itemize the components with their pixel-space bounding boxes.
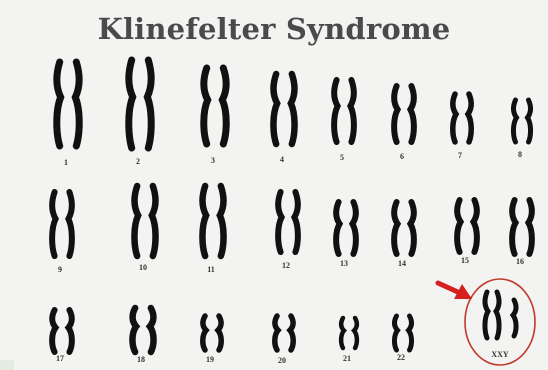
- chromosome-label: 1: [64, 158, 68, 167]
- chromosome-pair-20: 20: [275, 316, 293, 365]
- sex-chromosomes-xxy: XXY: [465, 279, 535, 365]
- chromosome-pair-4: 4: [273, 74, 294, 164]
- chromosome-pair-8: 8: [513, 100, 530, 159]
- chromosome-label: 16: [516, 257, 524, 266]
- chromosome-label: 4: [280, 155, 284, 164]
- chromosome-pair-1: 1: [57, 62, 79, 167]
- chromosome-label: 20: [278, 356, 286, 365]
- chromosome-label: 10: [139, 263, 147, 272]
- chromosome-pair-21: 21: [341, 318, 357, 363]
- chromosome-label: 21: [343, 354, 351, 363]
- chromosome-pair-5: 5: [334, 80, 354, 162]
- chromosome-pair-12: 12: [278, 192, 298, 270]
- chromosome-pair-15: 15: [457, 200, 477, 265]
- chromosome-label: 6: [400, 152, 404, 161]
- chromosome-label: 8: [518, 150, 522, 159]
- chromosome-label: 5: [340, 153, 344, 162]
- chromosome-label: 13: [340, 259, 348, 268]
- chromosome-pair-11: 11: [202, 186, 223, 274]
- chromosome-pair-18: 18: [132, 308, 153, 364]
- chromosome-pair-19: 19: [203, 316, 221, 364]
- chromosome-label: 11: [207, 265, 215, 274]
- chromosome-pair-10: 10: [134, 186, 155, 272]
- chromosome-label: 12: [282, 261, 290, 270]
- chromosome-pair-3: 3: [204, 68, 226, 165]
- chromosome-label: 3: [211, 156, 215, 165]
- chromosome-label: 14: [398, 259, 406, 268]
- chromosome-pair-14: 14: [394, 202, 414, 268]
- chromosome-label: 15: [461, 256, 469, 265]
- chromosome-pair-2: 2: [129, 60, 151, 166]
- chromosome-label: 9: [58, 265, 62, 274]
- red-arrow-icon: [438, 283, 472, 299]
- chromosome-pair-17: 17: [52, 310, 72, 363]
- chromosome-pair-9: 9: [52, 192, 72, 274]
- xxy-label: XXY: [491, 350, 509, 359]
- chromosome-label: 7: [458, 151, 462, 160]
- chromosome-pair-7: 7: [453, 94, 471, 160]
- chromosome-pair-6: 6: [394, 86, 414, 161]
- chromosome-label: 17: [56, 354, 64, 363]
- chromosome-pair-13: 13: [336, 202, 356, 268]
- chromosome-label: 2: [136, 157, 140, 166]
- corner-mark: [0, 360, 14, 370]
- chromosome-pair-16: 16: [512, 200, 532, 266]
- chromosome-pair-22: 22: [394, 316, 411, 362]
- chromosome-label: 18: [137, 355, 145, 364]
- chromosome-label: 19: [206, 355, 214, 364]
- chromosome-label: 22: [397, 353, 405, 362]
